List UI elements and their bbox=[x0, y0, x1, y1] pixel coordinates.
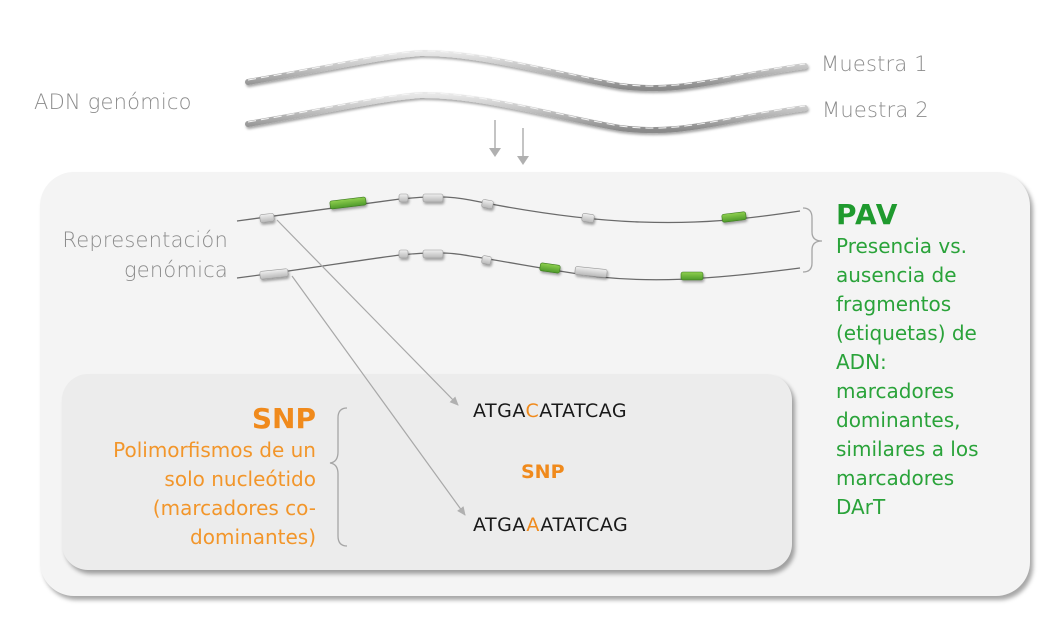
snp-title: SNP bbox=[251, 402, 316, 435]
snp-brace-icon bbox=[329, 407, 348, 547]
pav-description: Presencia vs. ausencia de fragmentos (et… bbox=[836, 232, 1036, 522]
sequence-variant-base: C bbox=[525, 400, 540, 422]
snp-middle-label: SNP bbox=[521, 461, 565, 483]
genomic-representation-label: Representación genómica bbox=[48, 225, 228, 285]
arrow-to-sequence-1 bbox=[276, 219, 459, 406]
pav-desc-line: marcadores bbox=[836, 379, 955, 403]
pav-desc-line: DArT bbox=[836, 495, 886, 519]
pav-desc-line: dominantes, bbox=[836, 408, 961, 432]
snp-panel bbox=[62, 374, 792, 570]
snp-desc-line: solo nucleótido bbox=[164, 467, 316, 491]
pav-desc-line: ausencia de bbox=[836, 263, 957, 287]
fragment-gray bbox=[574, 266, 608, 278]
fragment-gray bbox=[398, 193, 409, 203]
fragment-gray bbox=[581, 213, 595, 223]
representation-label-line-2: genómica bbox=[124, 258, 228, 282]
pav-desc-line: fragmentos bbox=[836, 292, 952, 316]
fragment-green bbox=[721, 211, 747, 223]
snp-description: Polimorfismos de un solo nucleótido (mar… bbox=[76, 436, 316, 552]
fragment-gray bbox=[422, 193, 444, 203]
dna-strand-sample-1 bbox=[245, 49, 808, 92]
pav-brace-icon bbox=[802, 207, 823, 273]
snp-desc-line: dominantes) bbox=[190, 525, 316, 549]
fragment-gray bbox=[398, 249, 409, 259]
down-arrow-icon bbox=[517, 128, 529, 165]
fragment-gray bbox=[422, 249, 444, 259]
pav-desc-line: similares a los bbox=[836, 437, 979, 461]
dna-strand-sample-2 bbox=[245, 91, 808, 134]
fragment-gray bbox=[259, 268, 289, 280]
snp-desc-line: (marcadores co- bbox=[152, 496, 316, 520]
sequence-suffix: ATATCAG bbox=[539, 400, 628, 422]
genomic-dna-label: ADN genómico bbox=[34, 90, 192, 114]
fragment-gray bbox=[481, 255, 492, 265]
fragment-gray bbox=[259, 213, 275, 223]
pav-title: PAV bbox=[836, 198, 899, 231]
sequence-sample-1: ATGACATATCAG bbox=[473, 400, 627, 422]
fragment-gray bbox=[481, 199, 494, 209]
pav-desc-line: marcadores bbox=[836, 466, 955, 490]
fragment-green bbox=[680, 271, 704, 281]
sample-1-label: Muestra 1 bbox=[821, 52, 928, 76]
sample-2-label: Muestra 2 bbox=[822, 98, 929, 122]
representation-line-sample-1 bbox=[236, 196, 801, 224]
snp-desc-line: Polimorfismos de un bbox=[113, 438, 316, 462]
pav-desc-line: (etiquetas) de bbox=[836, 321, 977, 345]
pav-desc-line: Presencia vs. bbox=[836, 234, 967, 258]
arrow-to-sequence-2 bbox=[291, 275, 466, 516]
sequence-suffix: ATATCAG bbox=[540, 514, 629, 536]
sequence-sample-2: ATGAAATATCAG bbox=[473, 514, 628, 536]
down-arrow-icon bbox=[489, 120, 501, 157]
fragment-green bbox=[539, 262, 561, 274]
sequence-variant-base: A bbox=[526, 514, 541, 536]
sequence-prefix: ATGA bbox=[473, 400, 526, 422]
fragment-green bbox=[329, 196, 367, 210]
representation-label-line-1: Representación bbox=[62, 228, 228, 252]
sequence-prefix: ATGA bbox=[473, 514, 527, 536]
representation-line-sample-2 bbox=[236, 252, 801, 281]
pav-desc-line: ADN: bbox=[836, 350, 887, 374]
